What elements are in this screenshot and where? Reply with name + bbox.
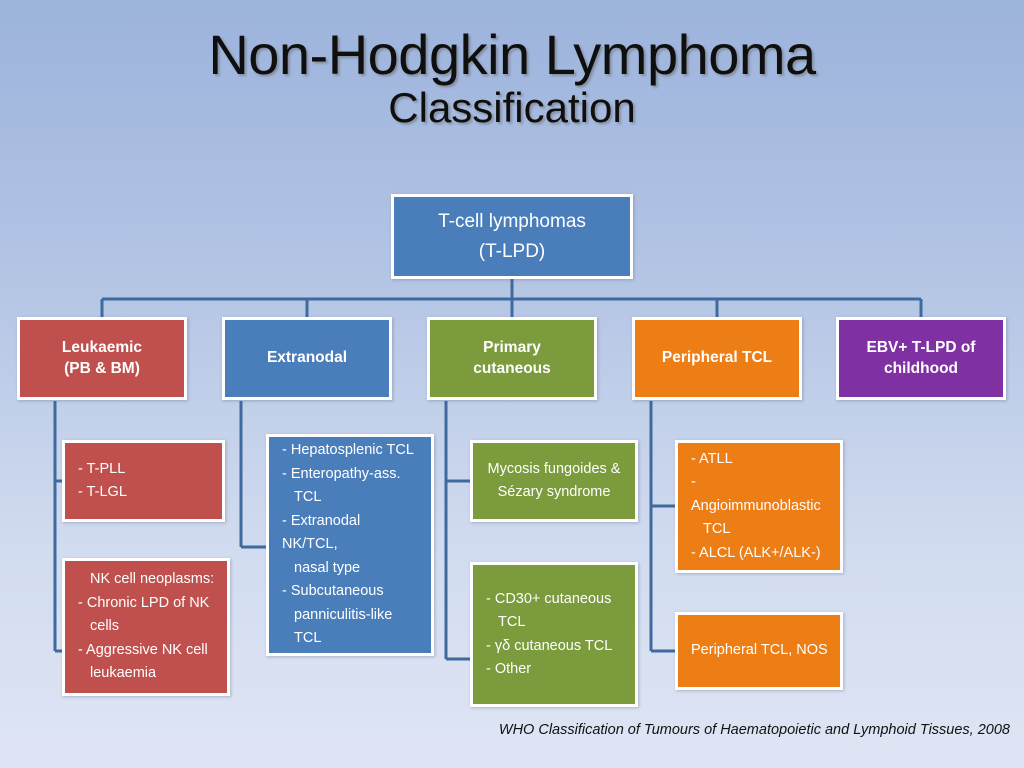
leaf-line: TCL [703, 521, 731, 538]
node-category-ebv-line1: EBV+ T-LPD of [866, 338, 976, 356]
footer-citation: WHO Classification of Tumours of Haemato… [498, 722, 1010, 738]
leaf-line: - T-LGL [78, 484, 127, 500]
leaf-line: - ALCL (ALK+/ALK-) [691, 544, 821, 561]
node-category-ebv-line2: childhood [883, 359, 959, 377]
leaf-line: - Hepatosplenic TCL [282, 442, 414, 459]
leaf-line: - γδ cutaneous TCL [486, 637, 613, 654]
leaf-line: - T-PLL [78, 460, 126, 477]
leaf-line: - CD30+ cutaneous [486, 590, 612, 607]
title-subtitle: Classification [388, 84, 636, 132]
node-root-line2: (T-LPD) [478, 240, 546, 262]
leaf-line: - Other [486, 660, 532, 677]
node-category-leukaemic[interactable]: Leukaemic (PB & BM) [17, 317, 187, 400]
leaf-line: cells [90, 618, 120, 635]
leaf-line: TCL [294, 489, 322, 506]
leaf-line: TCL [498, 614, 526, 631]
leaf-line: - Angioimmunoblastic [691, 474, 821, 514]
node-category-extranodal[interactable]: Extranodal [222, 317, 392, 400]
leaf-line: Peripheral TCL, NOS [691, 642, 828, 659]
node-category-primary-cutaneous-line2: cutaneous [473, 359, 551, 377]
title-main: Non-Hodgkin Lymphoma [208, 23, 816, 86]
leaf-line: Mycosis fungoides & [487, 460, 621, 477]
leaf-line: nasal type [294, 559, 361, 576]
node-category-peripheral-tcl-line1: Peripheral TCL [661, 349, 773, 367]
node-leaf-peripheral-1[interactable]: - ATLL - Angioimmunoblastic TCL - ALCL (… [675, 440, 843, 573]
node-root-line1: T-cell lymphomas [438, 211, 586, 233]
page-title: Non-Hodgkin Lymphoma Classification [0, 26, 1024, 131]
node-leaf-leukaemic-1[interactable]: - T-PLL - T-LGL [62, 440, 225, 522]
node-root[interactable]: T-cell lymphomas (T-LPD) [391, 194, 633, 279]
leaf-line: - ATLL [691, 450, 733, 467]
node-category-ebv-tlpd-childhood[interactable]: EBV+ T-LPD of childhood [836, 317, 1006, 400]
node-category-leukaemic-line1: Leukaemic [61, 338, 143, 356]
leaf-line: NK cell neoplasms: [90, 571, 215, 588]
node-leaf-extranodal-1[interactable]: - Hepatosplenic TCL - Enteropathy-ass. T… [266, 434, 434, 656]
node-category-leukaemic-line2: (PB & BM) [64, 359, 140, 377]
leaf-line: - Enteropathy-ass. [282, 465, 401, 482]
node-leaf-cutaneous-2[interactable]: - CD30+ cutaneous TCL - γδ cutaneous TCL… [470, 562, 638, 707]
leaf-line: - Aggressive NK cell [78, 641, 208, 658]
node-leaf-peripheral-2[interactable]: Peripheral TCL, NOS [675, 612, 843, 690]
leaf-line: - Chronic LPD of NK [78, 594, 210, 611]
node-category-extranodal-line1: Extranodal [266, 349, 348, 367]
node-leaf-cutaneous-1[interactable]: Mycosis fungoides & Sézary syndrome [470, 440, 638, 522]
node-category-peripheral-tcl[interactable]: Peripheral TCL [632, 317, 802, 400]
node-category-primary-cutaneous[interactable]: Primary cutaneous [427, 317, 597, 400]
leaf-line: - Extranodal NK/TCL, [282, 512, 361, 553]
node-category-primary-cutaneous-line1: Primary [483, 338, 541, 356]
leaf-line: panniculitis-like TCL [294, 606, 393, 647]
leaf-line: leukaemia [90, 665, 157, 682]
leaf-line: - Subcutaneous [282, 583, 384, 600]
leaf-line: Sézary syndrome [497, 484, 611, 500]
node-leaf-leukaemic-2[interactable]: NK cell neoplasms: - Chronic LPD of NK c… [62, 558, 230, 696]
